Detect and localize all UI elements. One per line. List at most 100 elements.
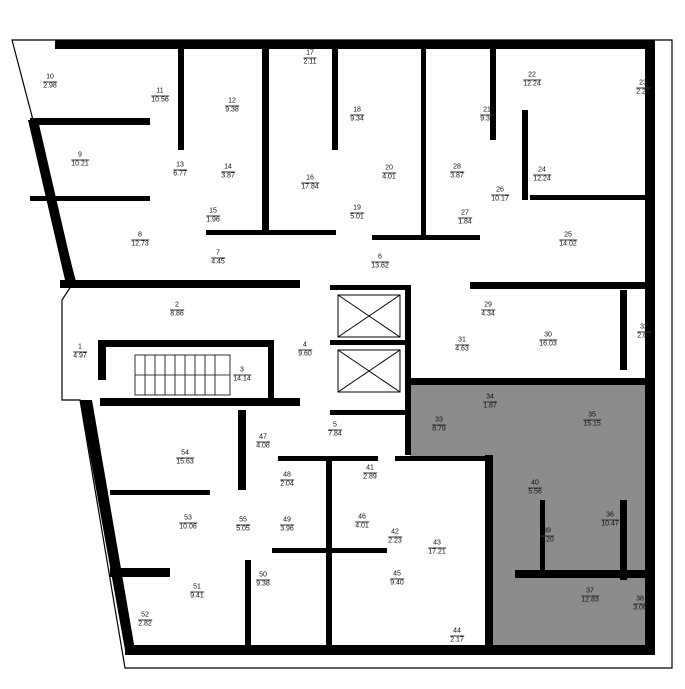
room-area: 4.45 xyxy=(211,258,225,266)
room-area: 8.86 xyxy=(170,310,184,318)
room-area: 2.17 xyxy=(450,636,464,644)
room-number: 55 xyxy=(236,517,250,526)
room-number: 28 xyxy=(450,164,464,173)
room-area: 17.21 xyxy=(428,548,446,556)
room-number: 2 xyxy=(170,302,184,311)
room-area: 9.38 xyxy=(225,106,239,114)
room-number: 21 xyxy=(480,107,494,116)
room-number: 12 xyxy=(225,98,239,107)
room-number: 13 xyxy=(173,162,187,171)
room-number: 16 xyxy=(301,175,319,184)
room-number: 50 xyxy=(256,572,270,581)
room-number: 17 xyxy=(303,50,317,59)
room-area: 4.08 xyxy=(256,442,270,450)
room-number: 52 xyxy=(138,612,152,621)
room-area: 1.96 xyxy=(206,216,220,224)
room-area: 2.04 xyxy=(280,480,294,488)
room-number: 45 xyxy=(390,571,404,580)
room-area: 12.83 xyxy=(581,596,599,604)
room-area: 10.21 xyxy=(71,160,89,168)
highlighted-apartment[interactable] xyxy=(410,385,655,652)
room-area: 13.62 xyxy=(371,262,389,270)
room-number: 5 xyxy=(328,422,342,431)
room-number: 18 xyxy=(350,107,364,116)
room-area: 3.87 xyxy=(450,172,464,180)
room-area: 2.89 xyxy=(363,473,377,481)
room-number: 37 xyxy=(581,588,599,597)
room-area: 5.56 xyxy=(528,488,542,496)
room-area: 12.24 xyxy=(533,175,551,183)
room-area: 2.98 xyxy=(43,82,57,90)
room-area: 7.84 xyxy=(328,430,342,438)
room-number: 23 xyxy=(636,80,650,89)
room-area: 4.63 xyxy=(455,345,469,353)
room-number: 14 xyxy=(221,164,235,173)
room-number: 31 xyxy=(455,337,469,346)
room-area: 17.84 xyxy=(301,183,319,191)
room-area: 1.87 xyxy=(483,402,497,410)
room-area: 12.24 xyxy=(523,80,541,88)
room-area: 5.01 xyxy=(350,213,364,221)
room-area: 9.34 xyxy=(350,115,364,123)
walls xyxy=(28,40,655,655)
staircase xyxy=(134,354,231,396)
room-area: 4.01 xyxy=(382,173,396,181)
room-number: 11 xyxy=(151,88,169,97)
